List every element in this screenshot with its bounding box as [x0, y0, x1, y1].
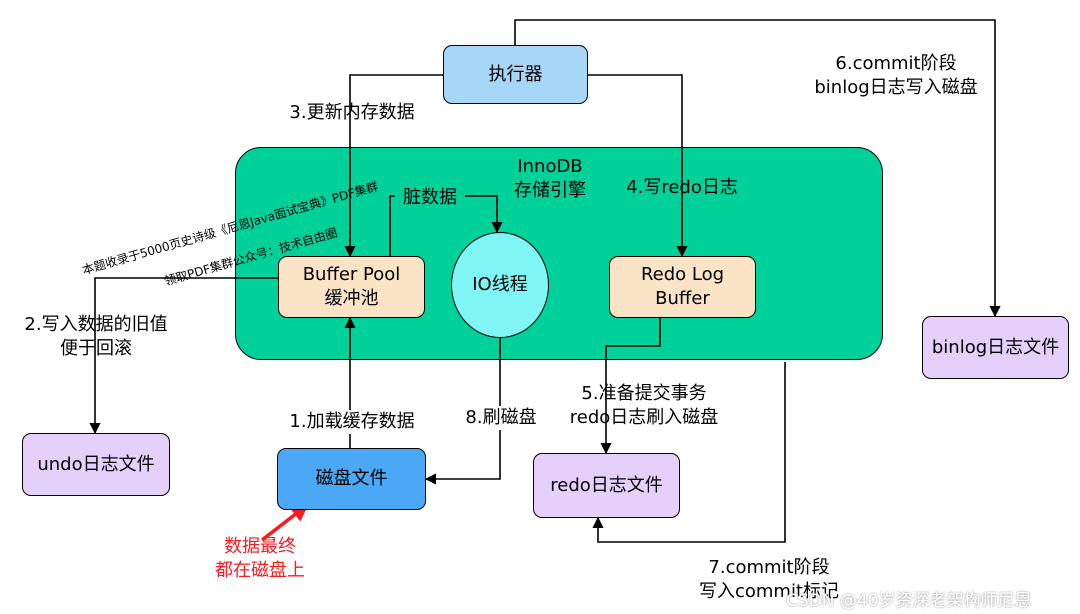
redo-buffer-label-line1: Redo Log — [640, 264, 725, 285]
step-5-line1: 5.准备提交事务 — [581, 383, 707, 404]
arrow-redo-flush — [600, 318, 661, 455]
redo-file-label: redo日志文件 — [550, 474, 663, 496]
step-5-line2: redo日志刷入磁盘 — [569, 407, 719, 428]
step-4-label: 4.写redo日志 — [626, 177, 738, 198]
step-6-label: 6.commit阶段 binlog日志写入磁盘 — [800, 52, 992, 100]
arrow-flush-disk — [424, 338, 501, 485]
io-thread-node: IO线程 — [451, 232, 549, 338]
step-7-label: 7.commit阶段 写入commit标记 — [694, 556, 844, 604]
executor-node: 执行器 — [443, 45, 588, 104]
arrow-update-memory — [344, 74, 443, 258]
innodb-label: InnoDB 存储引擎 — [500, 155, 600, 203]
binlog-file-node: binlog日志文件 — [922, 316, 1069, 379]
step-6-line1: 6.commit阶段 — [835, 53, 957, 74]
dirty-data-label: 脏数据 — [395, 186, 465, 210]
step-2-line2: 便于回滚 — [60, 338, 132, 359]
storage-note-line1: 数据最终 — [224, 536, 296, 557]
arrow-commit-mark — [592, 362, 786, 543]
io-thread-label: IO线程 — [472, 274, 528, 295]
step-7-line2: 写入commit标记 — [698, 581, 840, 602]
arrow-undo — [89, 277, 278, 435]
undo-file-node: undo日志文件 — [22, 433, 170, 496]
redo-buffer-label-line2: Buffer — [655, 288, 710, 309]
step-2-line1: 2.写入数据的旧值 — [24, 314, 168, 335]
innodb-label-line1: InnoDB — [517, 156, 583, 177]
executor-label: 执行器 — [488, 63, 543, 85]
innodb-label-line2: 存储引擎 — [514, 180, 586, 201]
arrow-write-redo — [588, 74, 688, 258]
buffer-pool-label-line1: Buffer Pool — [302, 264, 401, 285]
step-7-line1: 7.commit阶段 — [708, 557, 830, 578]
disk-file-label: 磁盘文件 — [315, 468, 388, 489]
redo-file-node: redo日志文件 — [533, 453, 680, 518]
step-8-label: 8.刷磁盘 — [456, 406, 546, 430]
credit-watermark: CSDN @40岁资深老架构师尼恩 — [786, 591, 1032, 611]
step-6-line2: binlog日志写入磁盘 — [814, 77, 978, 98]
binlog-file-label: binlog日志文件 — [931, 336, 1060, 358]
step-2-label: 2.写入数据的旧值 便于回滚 — [6, 313, 186, 361]
arrow-binlog — [514, 19, 1001, 318]
buffer-pool-label-line2: 缓冲池 — [324, 288, 379, 309]
undo-file-label: undo日志文件 — [37, 453, 155, 475]
storage-note-line2: 都在磁盘上 — [215, 560, 305, 581]
buffer-pool-node: Buffer Pool 缓冲池 — [278, 256, 425, 318]
innodb-container — [235, 147, 883, 360]
arrow-note — [260, 503, 309, 542]
step-1-label: 1.加载缓存数据 — [278, 410, 426, 434]
storage-note: 数据最终 都在磁盘上 — [200, 535, 320, 583]
step-5-label: 5.准备提交事务 redo日志刷入磁盘 — [548, 382, 740, 430]
step-3-label: 3.更新内存数据 — [289, 102, 415, 123]
disk-file-node: 磁盘文件 — [277, 448, 426, 510]
redo-log-buffer-node: Redo Log Buffer — [609, 256, 756, 318]
